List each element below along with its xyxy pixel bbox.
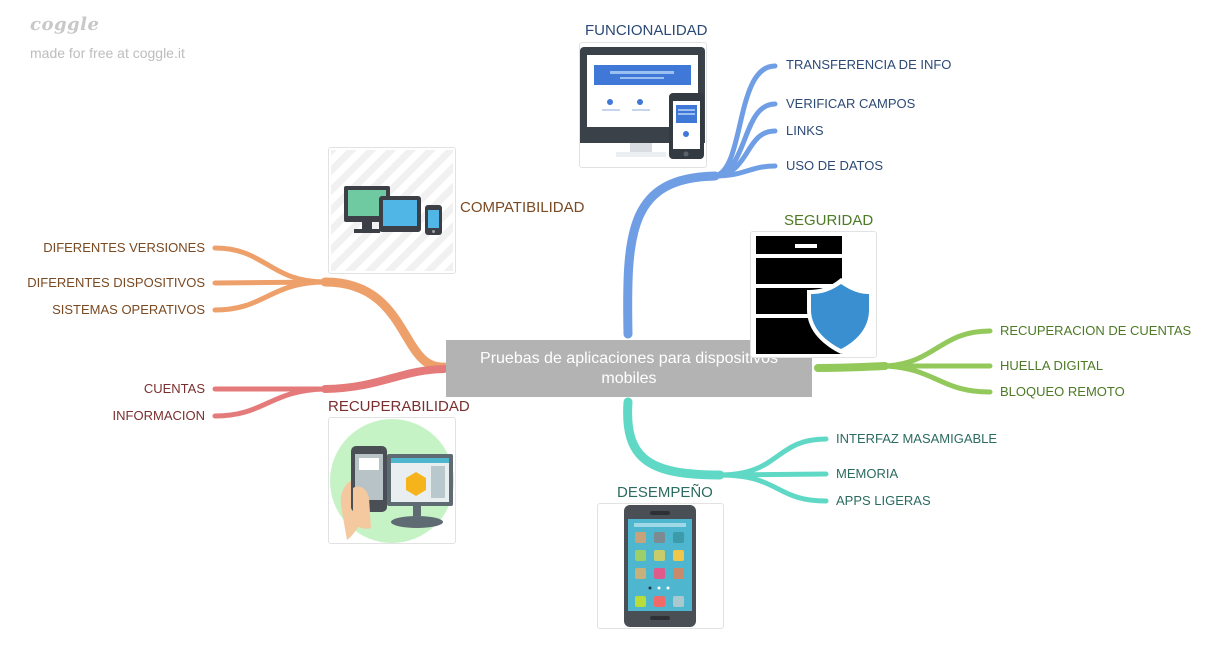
branch-title-desempeno[interactable]: DESEMPEÑO — [617, 484, 713, 501]
trunk-funcionalidad — [623, 171, 720, 339]
leaf-sistemas-operativos[interactable]: SISTEMAS OPERATIVOS — [52, 302, 205, 317]
phone-sync-icon — [330, 419, 454, 543]
coggle-tagline[interactable]: made for free at coggle.it — [30, 45, 185, 61]
leaf-informacion[interactable]: INFORMACION — [112, 408, 205, 423]
twig-versiones — [212, 245, 328, 285]
leaf-memoria[interactable]: MEMORIA — [836, 466, 899, 481]
twig-bloqueo — [882, 363, 993, 395]
trunk-desempeno — [623, 397, 725, 480]
twig-transferencia — [712, 63, 778, 179]
leaf-cuentas[interactable]: CUENTAS — [143, 381, 205, 396]
coggle-logo[interactable]: coggle — [30, 14, 100, 35]
multi-device-icon — [331, 150, 453, 271]
smartphone-apps-icon — [624, 505, 696, 627]
branch-title-compatibilidad[interactable]: COMPATIBILIDAD — [460, 199, 585, 216]
seguridad-image-card — [750, 231, 877, 358]
recuperabilidad-image-card — [328, 417, 456, 544]
branch-title-recuperabilidad[interactable]: RECUPERABILIDAD — [328, 398, 470, 415]
branch-compatibilidad-connectors — [212, 245, 449, 372]
trunk-seguridad — [814, 362, 889, 372]
leaf-apps-ligeras[interactable]: APPS LIGERAS — [836, 493, 931, 508]
leaf-diferentes-versiones[interactable]: DIFERENTES VERSIONES — [43, 240, 205, 255]
branch-title-seguridad[interactable]: SEGURIDAD — [784, 212, 874, 229]
leaf-huella-digital[interactable]: HUELLA DIGITAL — [1000, 358, 1104, 373]
trunk-compatibilidad — [320, 277, 449, 372]
twig-apps — [717, 472, 829, 504]
leaf-diferentes-dispositivos[interactable]: DIFERENTES DISPOSITIVOS — [27, 275, 205, 290]
leaf-transferencia-de-info[interactable]: TRANSFERENCIA DE INFO — [786, 57, 952, 72]
leaf-recuperacion-de-cuentas[interactable]: RECUPERACION DE CUENTAS — [1000, 323, 1192, 338]
leaf-verificar-campos[interactable]: VERIFICAR CAMPOS — [786, 96, 916, 111]
trunk-recuperabilidad — [321, 365, 448, 393]
desktop-tablet-icon — [580, 47, 706, 161]
desempeno-image-card — [597, 503, 724, 629]
compatibilidad-image-card — [328, 147, 456, 274]
twig-recuperacion — [882, 328, 993, 369]
twig-interfaz — [717, 436, 829, 478]
branch-funcionalidad-connectors — [623, 63, 778, 339]
leaf-uso-de-datos[interactable]: USO DE DATOS — [786, 158, 884, 173]
funcionalidad-image-card — [579, 42, 707, 168]
branch-seguridad-connectors — [814, 328, 993, 395]
leaf-links[interactable]: LINKS — [786, 123, 824, 138]
server-shield-icon — [756, 236, 873, 354]
leaf-interfaz-masamigable[interactable]: INTERFAZ MASAMIGABLE — [836, 431, 998, 446]
central-topic-label: Pruebas de aplicaciones para dispositivo… — [480, 349, 778, 387]
branch-recuperabilidad-connectors — [212, 365, 448, 419]
twig-informacion — [212, 386, 328, 419]
branch-title-funcionalidad[interactable]: FUNCIONALIDAD — [585, 22, 708, 39]
twig-uso-datos — [712, 163, 778, 179]
central-topic[interactable]: Pruebas de aplicaciones para dispositivo… — [446, 340, 812, 397]
twig-sistemas — [212, 279, 328, 313]
leaf-bloqueo-remoto[interactable]: BLOQUEO REMOTO — [1000, 384, 1125, 399]
branch-desempeno-connectors — [623, 397, 829, 504]
